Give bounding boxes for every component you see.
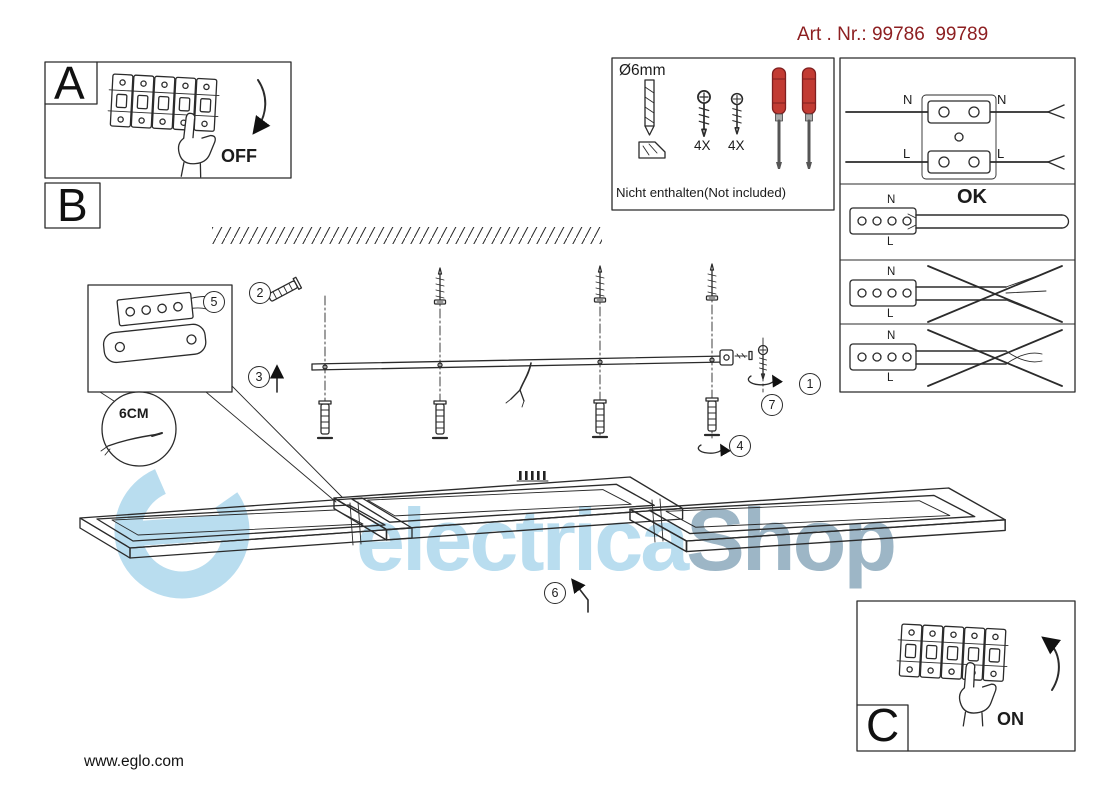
terminal-block-icon: [102, 291, 214, 364]
lift-arrow-icon: [571, 578, 589, 613]
website-url: www.eglo.com: [84, 753, 184, 770]
panel-b-cell: [44, 182, 101, 229]
live-label: L: [903, 146, 911, 161]
canopy-screws-icon: [516, 471, 549, 482]
wiring-box: [839, 57, 1076, 393]
wiring-correct-row: [849, 207, 1070, 235]
neutral-label: N: [997, 92, 1007, 107]
wall-anchor-icon: [266, 276, 303, 305]
circuit-breakers-icon: [896, 624, 1009, 682]
lamp-frame-right: [629, 487, 1006, 553]
circuit-breakers-icon: [107, 74, 220, 132]
terminal-connection-diagram: [845, 94, 1065, 180]
wall-anchor-icon: [318, 400, 332, 435]
terminal-detail: [87, 284, 343, 503]
panel-c-illustration: [856, 600, 1076, 752]
neutral-label: N: [887, 266, 896, 278]
mounting-rail-assembly: [266, 263, 783, 457]
rotate-arrow-icon: [697, 443, 731, 457]
switch-on-arrow-icon: [1041, 636, 1061, 691]
lamp-frames: [79, 471, 1006, 613]
watermark-word-main: electrica: [356, 490, 689, 589]
flat-screwdriver-icon: [771, 66, 787, 171]
not-included-note: Nicht enthalten(Not included): [616, 185, 787, 200]
article-number: Art . Nr.: 99786 99789: [797, 24, 989, 45]
screw-icon: [730, 92, 744, 135]
screw-qty-label: 4X: [694, 138, 711, 153]
step-4-badge: 4: [729, 435, 751, 457]
ok-label: OK: [957, 186, 987, 208]
adjust-screw-icon: [757, 344, 769, 380]
frame-connectors: [349, 498, 664, 546]
step-3-badge: 3: [248, 366, 270, 388]
stripped-wire-icon: [100, 432, 163, 456]
live-label: L: [887, 236, 894, 248]
rail-screw-icon: [433, 267, 447, 305]
live-label: L: [887, 308, 894, 320]
section-a-label: A: [54, 57, 85, 109]
step-2-badge: 2: [249, 282, 271, 304]
anchor-qty-label: 4X: [728, 138, 745, 153]
neutral-label: N: [887, 330, 896, 342]
lamp-frame-left: [79, 497, 413, 559]
neutral-label: N: [887, 194, 896, 206]
drill-size-label: Ø6mm: [619, 62, 666, 79]
step-5-badge: 5: [203, 291, 225, 313]
live-label: L: [887, 372, 894, 384]
drill-bit-icon: [638, 79, 666, 159]
ceiling-hatch: [212, 227, 602, 244]
wall-anchor-icon: [593, 399, 607, 434]
step-7-badge: 7: [761, 394, 783, 416]
wiring-wrong-row-1: [849, 265, 1063, 323]
step-6-badge: 6: [544, 582, 566, 604]
switch-off-arrow-icon: [252, 79, 271, 135]
clearance-label: 6CM: [119, 405, 149, 421]
neutral-label: N: [903, 92, 913, 107]
on-label: ON: [997, 709, 1024, 729]
rotate-arrow-icon: [747, 374, 783, 388]
wall-anchor-icon: [433, 400, 447, 435]
off-label: OFF: [221, 146, 257, 166]
live-label: L: [997, 146, 1005, 161]
wiring-wrong-row-2: [849, 329, 1063, 387]
wall-anchor-icon: [705, 397, 719, 432]
step-1-badge: 1: [799, 373, 821, 395]
tools-box: [611, 57, 835, 211]
rail-screw-icon: [593, 265, 607, 303]
section-b-label: B: [57, 179, 88, 231]
watermark-logo-e-icon: [114, 463, 250, 599]
section-c-label: C: [866, 699, 900, 751]
panel-a-illustration: [44, 61, 292, 181]
mains-cable-icon: [505, 362, 532, 408]
rail-screw-icon: [705, 263, 719, 301]
phillips-screwdriver-icon: [801, 66, 817, 171]
screw-icon: [697, 90, 711, 138]
